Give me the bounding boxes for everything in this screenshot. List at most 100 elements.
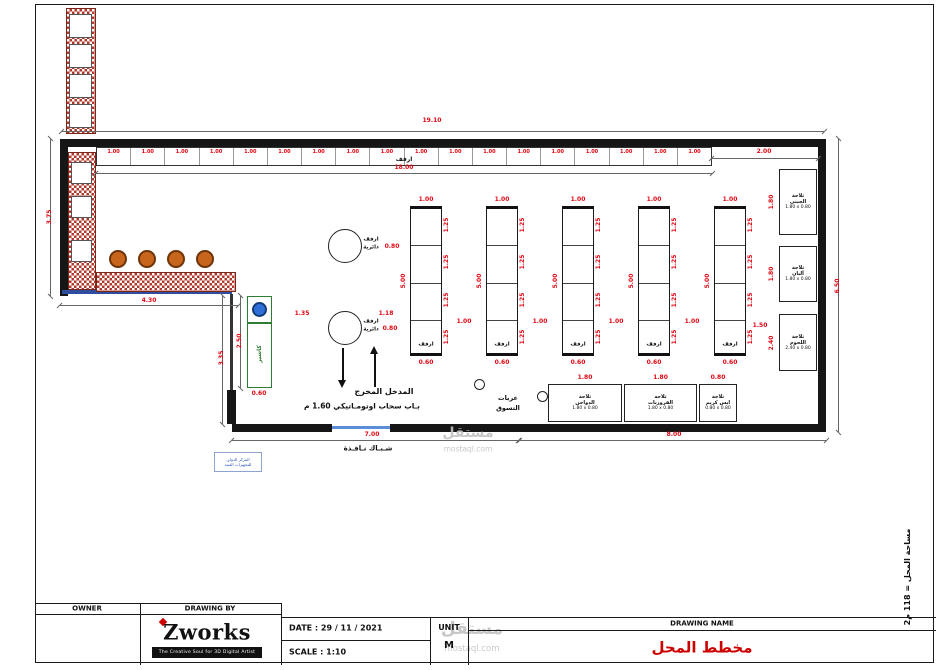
- circular-shelf-label: ارفف: [363, 236, 379, 243]
- gondola-cell-dim: 1.25: [443, 292, 450, 308]
- fridge-name-line: ثلاجة: [791, 265, 805, 272]
- counter-box: [71, 162, 92, 184]
- note-line: المركز الدولي: [226, 456, 250, 462]
- gondola-shelf-line: [639, 245, 669, 246]
- gondola-cell-dim: 1.25: [671, 292, 678, 308]
- fridge-name-line: ثلاجة: [711, 394, 725, 401]
- top-shelf-cell: 1.00: [575, 148, 610, 165]
- fridge-name-line: ألبان: [792, 271, 804, 278]
- gondola-shelf-line: [563, 282, 593, 284]
- gondola-shelf-line: [487, 245, 517, 246]
- wall-right: [818, 139, 826, 432]
- gondola-length-dim: 5.00: [476, 273, 483, 289]
- gondola-shelf-line: [715, 282, 745, 284]
- dimension-line: [232, 440, 519, 441]
- dimension-line: [222, 296, 223, 424]
- titleblock-line: [140, 603, 141, 665]
- gondola-cell-dim: 1.25: [671, 217, 678, 233]
- gondola-width-dim: 0.60: [494, 359, 510, 366]
- fridge-size: 1.80 x 0.80: [785, 277, 811, 283]
- fridge-name-line: ثلاجة: [578, 394, 592, 401]
- gondola-cell-dim: 1.25: [519, 329, 526, 345]
- titleblock-line: [281, 603, 282, 665]
- watermark-domain: mostaql.com: [443, 444, 493, 454]
- gondola-cell-dim: 1.25: [595, 292, 602, 308]
- gondola-cell-dim: 1.25: [671, 254, 678, 270]
- dimension-label: 3.75: [46, 209, 53, 225]
- dimension-line: [838, 139, 839, 432]
- top-shelf-cell: 1.00: [97, 148, 132, 165]
- entry-arrow-head: [370, 346, 378, 354]
- top-shelf-cell: 1.00: [336, 148, 371, 165]
- glass-partition: [62, 290, 232, 294]
- fridge-size: 2.40 x 0.80: [785, 345, 811, 351]
- sheet-border: [35, 4, 934, 663]
- circular-shelf-label: ارفف: [363, 318, 379, 325]
- fridge-name-line: ايس كريم: [705, 400, 731, 407]
- titleblock-line: [35, 603, 281, 604]
- counter-box: [69, 44, 92, 68]
- gondola-cell-dim: 1.25: [747, 292, 754, 308]
- stool: [196, 250, 214, 268]
- gondola-length-dim: 5.00: [704, 273, 711, 289]
- circular-shelf-label: دائرية: [363, 326, 379, 333]
- gondola-cell-dim: 1.25: [671, 329, 678, 345]
- fridge-side-dim: 1.80: [768, 194, 775, 210]
- gondola-width-dim: 0.60: [418, 359, 434, 366]
- gondola-cell-dim: 1.25: [443, 217, 450, 233]
- watermark-brand: مستقل: [440, 619, 504, 639]
- gondola-cell-dim: 1.25: [747, 217, 754, 233]
- fridge-name-line: الفروزنات: [647, 400, 674, 407]
- gondola-length-dim: 5.00: [400, 273, 407, 289]
- top-shelf-cell: 1.00: [200, 148, 234, 165]
- gondola-shelf-unit: [714, 206, 746, 356]
- gondola-cell-dim: 1.25: [519, 217, 526, 233]
- top-shelf-label: ارفف: [395, 156, 413, 163]
- drawing-by-label: DRAWING BY: [184, 604, 236, 613]
- sliding-door-symbol: [332, 426, 390, 429]
- top-shelf-cell: 1.00: [370, 148, 405, 165]
- gondola-label: ارفف: [570, 341, 586, 348]
- top-shelf-cell: 1.00: [473, 148, 508, 165]
- wall-mid-thick: [227, 390, 236, 424]
- circular-shelf: [328, 311, 362, 345]
- gondola-label: ارفف: [418, 341, 434, 348]
- gondola-shelf-line: [639, 282, 669, 284]
- dimension-label: 0.80: [382, 325, 398, 332]
- logo-subtitle: The Creative Soul for 3D Digital Artist: [158, 650, 256, 655]
- dimension-label: 3.35: [218, 350, 225, 366]
- gondola-shelf-line: [411, 282, 441, 284]
- dimension-line: [60, 305, 238, 306]
- drawing-name-value: مخطط المحل: [651, 638, 753, 657]
- exit-arrow-head: [338, 380, 346, 388]
- exit-arrow-line: [342, 348, 344, 382]
- fridge-size: 1.80 x 0.80: [785, 205, 811, 211]
- stool: [138, 250, 156, 268]
- gondola-cell-dim: 1.25: [747, 329, 754, 345]
- gondola-cell-dim: 1.25: [747, 254, 754, 270]
- gondola-gap-dim: 1.00: [532, 318, 548, 325]
- fridge-side-dim: 1.80: [768, 266, 775, 282]
- dimension-label: 0.60: [251, 390, 267, 397]
- cashier-chair-icon: [252, 302, 267, 317]
- dimension-label: 1.18: [378, 310, 394, 317]
- wall-left: [60, 139, 68, 296]
- top-shelf-cell: 1.00: [541, 148, 576, 165]
- fridge-size: 0.80 x 0.80: [705, 406, 731, 412]
- fridge-name-line: ثلاجة: [654, 394, 667, 401]
- watermark-brand: مستقل: [442, 425, 494, 441]
- dimension-line: [62, 131, 824, 132]
- window-label: شـبـاك نـافـذة: [343, 444, 393, 453]
- dimension-label: 0.80: [384, 243, 400, 250]
- titleblock-line: [430, 617, 431, 665]
- fridge-top-dim: 0.80: [710, 374, 726, 381]
- gondola-cell-dim: 1.25: [519, 254, 526, 270]
- dimension-label: 6.50: [834, 278, 841, 294]
- gondola-width-dim: 0.60: [570, 359, 586, 366]
- logo-banner: The Creative Soul for 3D Digital Artist: [152, 647, 262, 658]
- gondola-shelf-unit: [486, 206, 518, 356]
